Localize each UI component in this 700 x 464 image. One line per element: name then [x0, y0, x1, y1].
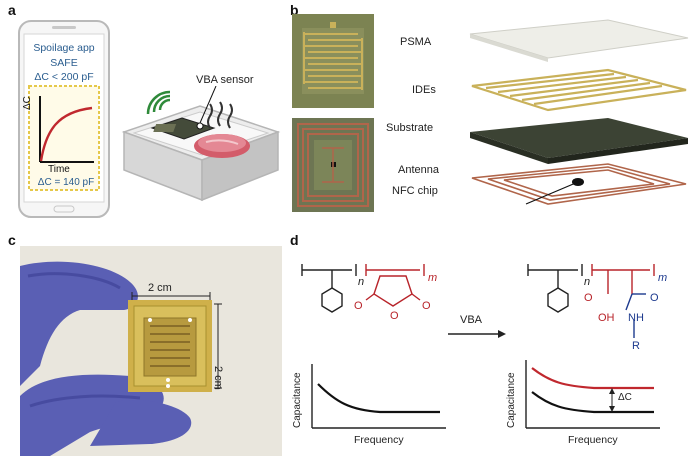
- reacted-structure: [527, 264, 655, 338]
- right-m-subscript: m: [658, 272, 668, 284]
- height-dimension-label: 2 cm: [212, 366, 224, 390]
- layer-antenna-label: Antenna: [398, 164, 439, 176]
- panel-a: Spoilage app SAFE ΔC < 200 pF ΔC Time ΔC…: [0, 0, 285, 230]
- plot-after-ylabel: Capacitance: [506, 372, 517, 428]
- vba-sensor-label: VBA sensor: [196, 74, 254, 86]
- panel-d: n m O O O VBA n m O OH O NH R: [288, 232, 700, 464]
- right-o-2: O: [650, 292, 659, 304]
- panel-letter-d: d: [290, 232, 299, 248]
- right-n-subscript: n: [584, 276, 591, 288]
- panel-b: PSMA IDEs Substrate Antenna NFC chip: [288, 0, 700, 230]
- left-o-2: O: [390, 310, 399, 322]
- phone-x-axis-label: Time: [48, 164, 70, 175]
- phone-y-axis-label: ΔC: [22, 96, 33, 110]
- left-o-1: O: [354, 300, 363, 312]
- width-dimension-label: 2 cm: [148, 282, 172, 294]
- antenna-photo: [292, 118, 374, 212]
- food-container: [121, 86, 281, 202]
- threshold-label: ΔC < 200 pF: [34, 71, 94, 83]
- left-o-3: O: [422, 300, 431, 312]
- panel-letter-a: a: [8, 2, 16, 18]
- layer-ides-label: IDEs: [412, 84, 436, 96]
- plot-after-xlabel: Frequency: [568, 434, 618, 446]
- smartphone: [18, 20, 110, 218]
- right-o-1: O: [584, 292, 593, 304]
- reaction-arrow: [448, 330, 506, 338]
- delta-c-label: ΔC: [618, 392, 632, 403]
- layer-substrate-label: Substrate: [386, 122, 434, 134]
- sensor-photo: [20, 246, 282, 456]
- psma-structure: [301, 264, 425, 313]
- reaction-arrow-label: VBA: [460, 314, 483, 326]
- app-title: Spoilage app: [33, 42, 95, 54]
- panel-c: 2 cm 2 cm: [20, 246, 282, 456]
- panel-letter-b: b: [290, 2, 299, 18]
- reading-label: ΔC = 140 pF: [37, 177, 95, 188]
- plot-before-xlabel: Frequency: [354, 434, 404, 446]
- plot-before-ylabel: Capacitance: [292, 372, 303, 428]
- right-r: R: [632, 340, 640, 352]
- right-nh: NH: [628, 312, 644, 324]
- ide-photo: [292, 14, 374, 108]
- panel-letter-c: c: [8, 232, 16, 248]
- status-label: SAFE: [50, 57, 78, 69]
- right-oh: OH: [598, 312, 615, 324]
- left-n-subscript: n: [358, 276, 365, 288]
- plot-after: [525, 360, 660, 429]
- plot-before: [311, 364, 446, 429]
- left-m-subscript: m: [428, 272, 438, 284]
- exploded-layers: [469, 19, 689, 205]
- layer-psma-label: PSMA: [400, 36, 432, 48]
- layer-nfc-chip-label: NFC chip: [392, 185, 438, 197]
